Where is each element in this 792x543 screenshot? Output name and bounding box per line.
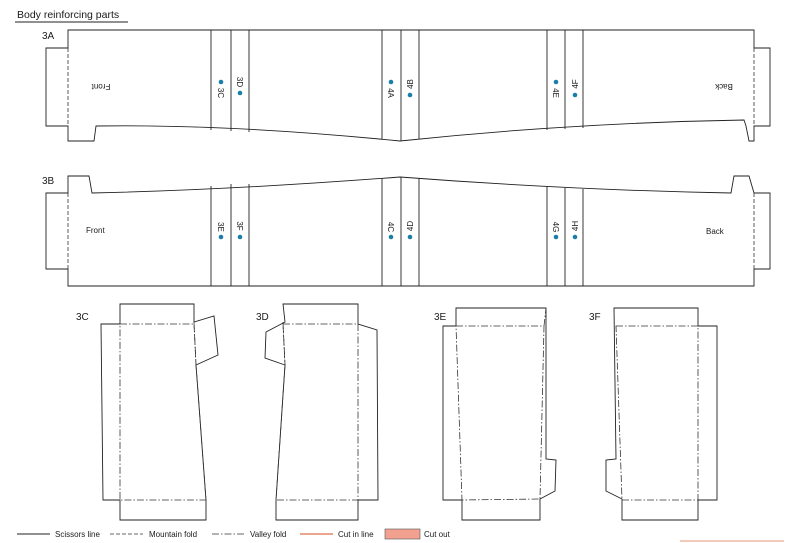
legend-cut-in-label: Cut in line	[338, 530, 374, 539]
marker-dot	[553, 234, 559, 240]
side-front: Front	[86, 226, 105, 235]
marker-dot	[553, 79, 559, 85]
marker-label: 4H	[571, 221, 580, 231]
legend-scissors-label: Scissors line	[55, 530, 100, 539]
marker-dot	[572, 92, 578, 98]
part-3b-label: 3B	[42, 176, 55, 187]
legend-cut-out-label: Cut out	[424, 530, 451, 539]
marker-dot	[407, 234, 413, 240]
marker-dot	[218, 234, 224, 240]
marker-dot	[218, 79, 224, 85]
part-3e-label: 3E	[434, 312, 447, 323]
marker-dot	[572, 234, 578, 240]
marker-dot	[407, 92, 413, 98]
legend-valley-label: Valley fold	[250, 530, 286, 539]
side-back: Back	[714, 82, 733, 91]
marker-label: 3E	[216, 222, 225, 232]
marker-label: 4F	[571, 79, 580, 88]
marker-label: 4C	[386, 222, 395, 232]
part-3c: 3C	[76, 303, 219, 521]
legend-cut-out-swatch	[384, 528, 421, 540]
marker-label: 4A	[386, 88, 395, 98]
marker-label: 3D	[235, 77, 244, 87]
legend-mountain-label: Mountain fold	[149, 530, 197, 539]
marker-label: 3C	[216, 88, 225, 98]
marker-dot	[388, 234, 394, 240]
part-3b: 3B Front Back 3E 3F 4C 4D 4G 4H	[42, 175, 771, 287]
part-3c-label: 3C	[76, 312, 89, 323]
marker-label: 4E	[551, 88, 560, 98]
part-3f-label: 3F	[589, 312, 601, 323]
marker-label: 4D	[406, 221, 415, 231]
part-3f: 3F	[589, 307, 718, 521]
marker-dot	[237, 90, 243, 96]
legend: Scissors line Mountain fold Valley fold …	[17, 528, 784, 542]
part-3a: 3A Front Back 3C 3D 4A 4B 4E 4F	[42, 29, 771, 142]
side-back: Back	[706, 227, 725, 236]
marker-label: 4G	[551, 222, 560, 233]
part-3a-label: 3A	[42, 31, 55, 42]
part-3e: 3E	[434, 307, 557, 521]
side-front: Front	[91, 82, 110, 91]
part-3d: 3D	[256, 303, 379, 521]
marker-label: 3F	[235, 221, 244, 230]
marker-dot	[388, 79, 394, 85]
marker-label: 4B	[406, 79, 415, 89]
part-3d-label: 3D	[256, 312, 269, 323]
page-title: Body reinforcing parts	[17, 9, 119, 21]
marker-dot	[237, 234, 243, 240]
